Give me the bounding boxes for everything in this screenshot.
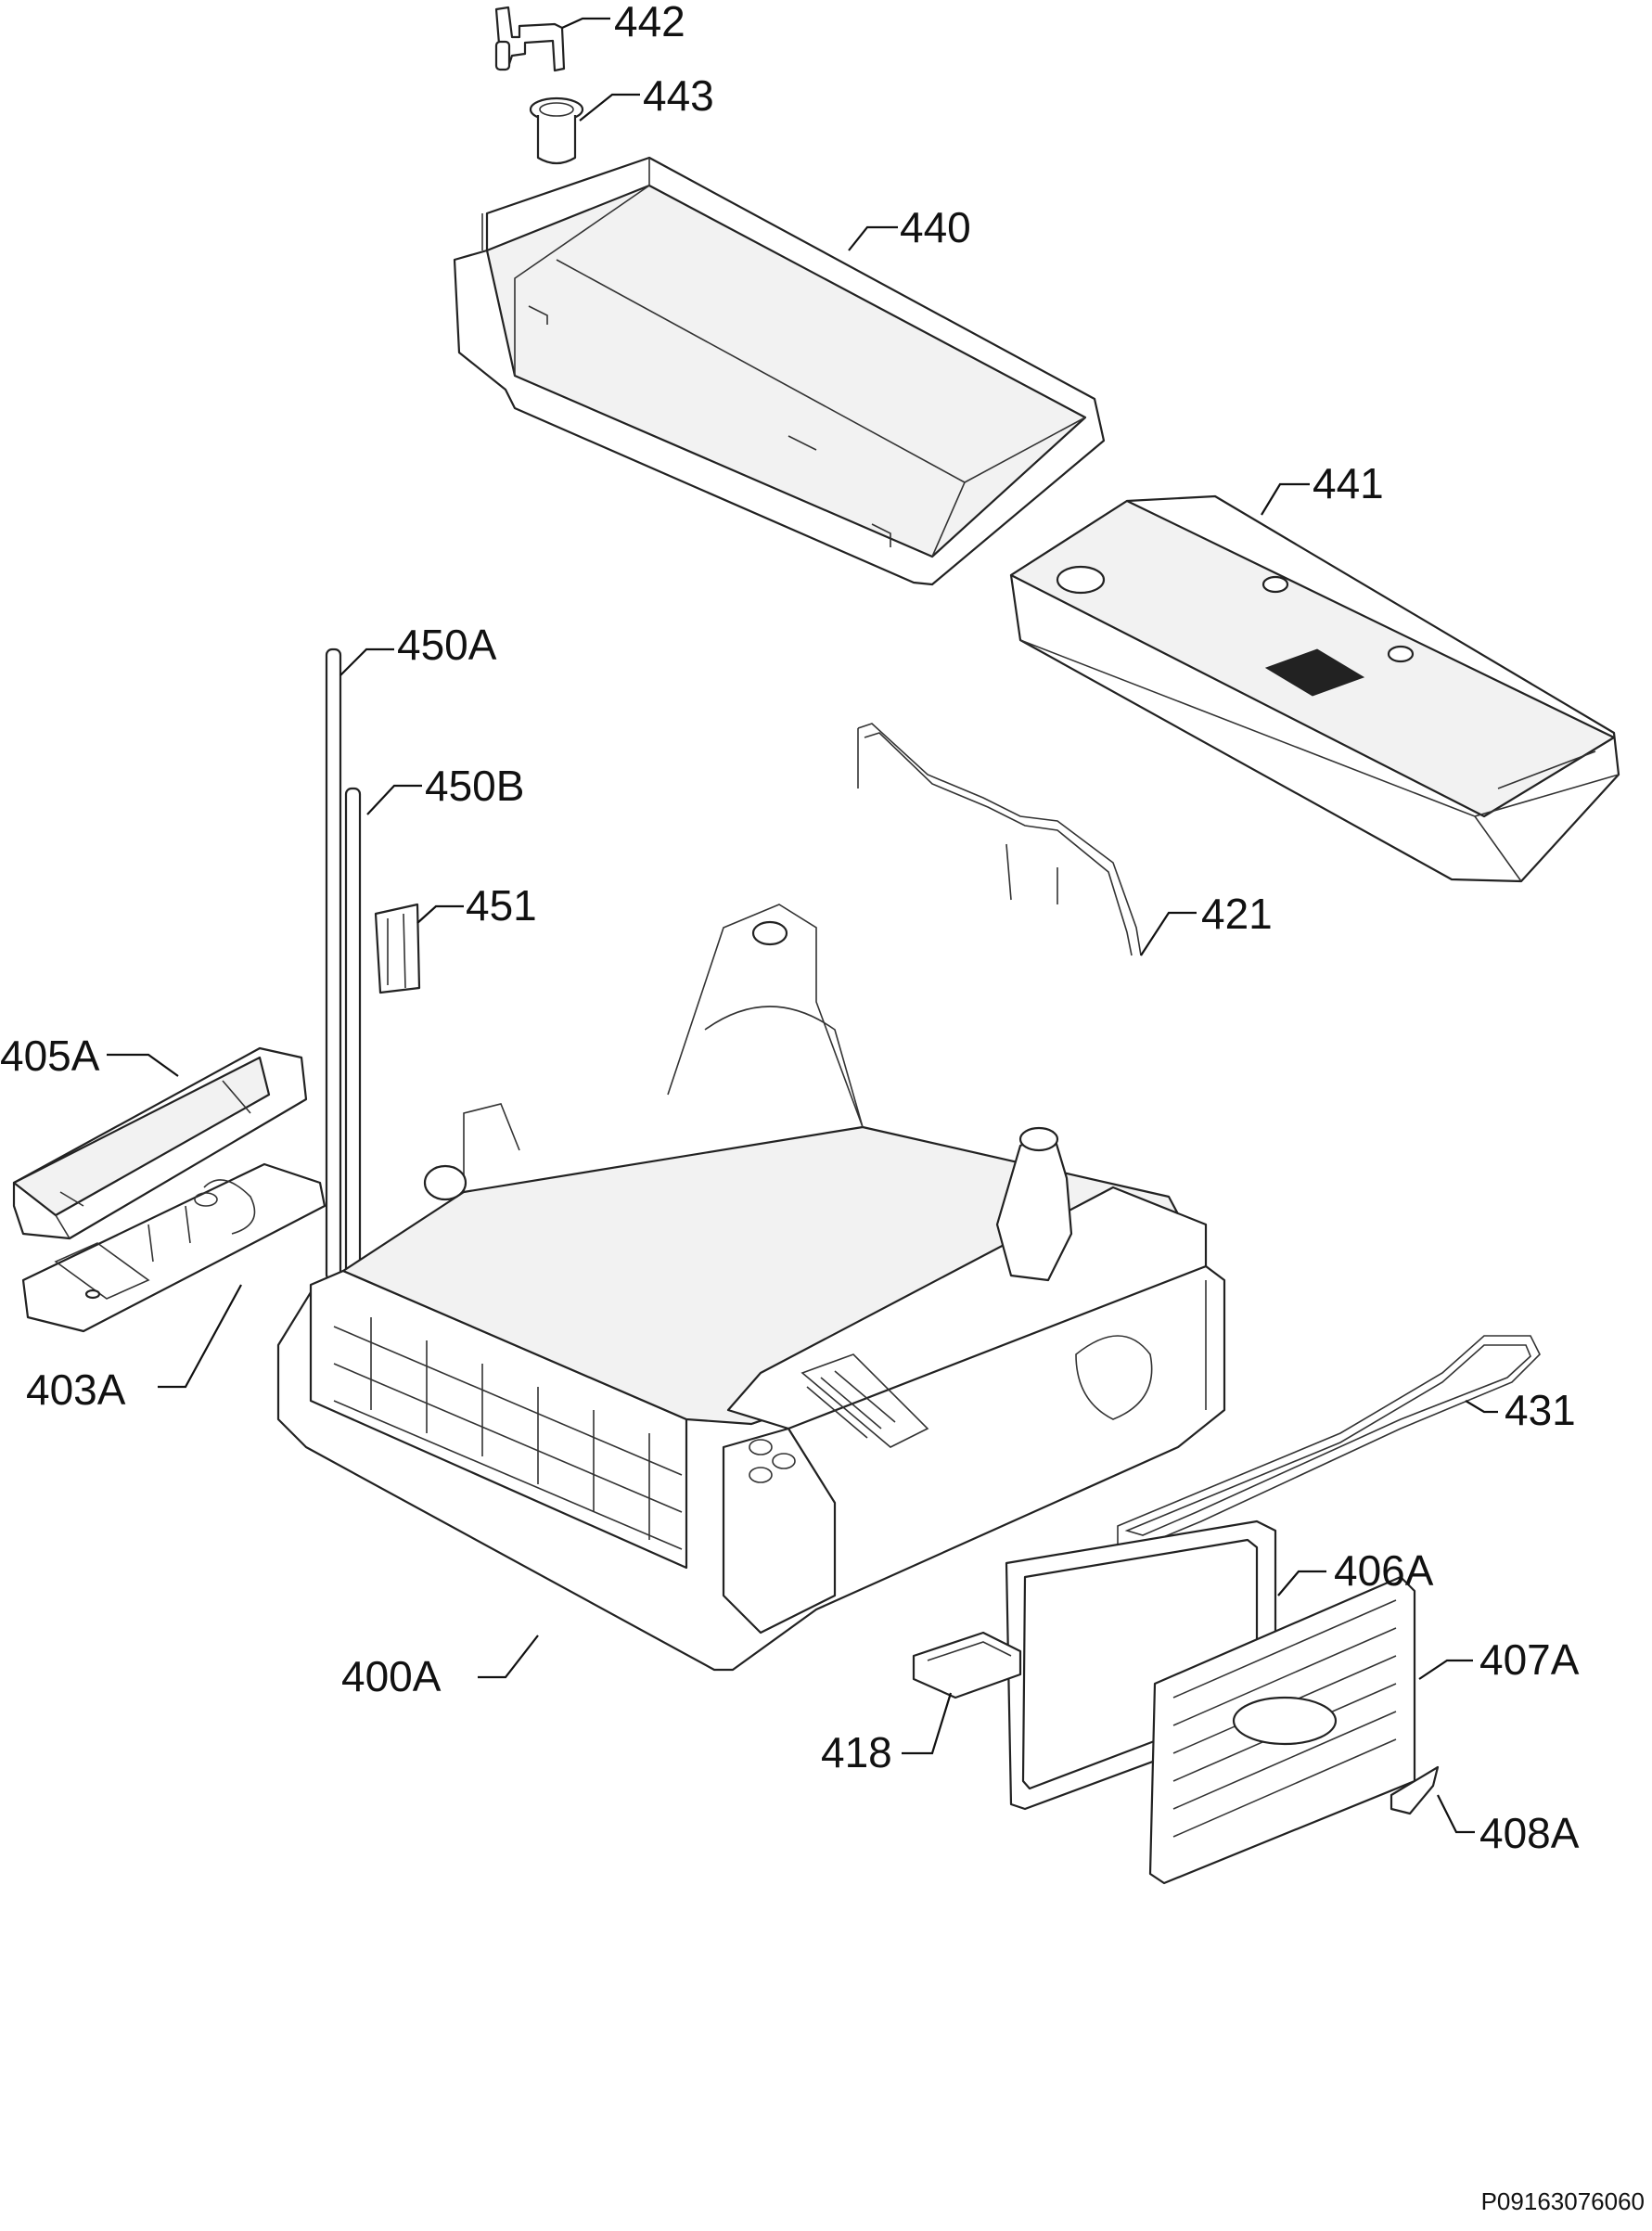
part-443-bushing (529, 96, 584, 165)
part-421-bracket (857, 723, 1142, 956)
label-451: 451 (466, 881, 537, 930)
part-400A-chassis (276, 904, 1226, 1672)
part-450B-rod (344, 787, 362, 1282)
label-450B: 450B (425, 762, 525, 810)
leader-lines (107, 17, 1498, 1834)
part-418-tray (912, 1631, 1022, 1699)
part-405A-cover (12, 1046, 308, 1240)
part-408A-clip (1389, 1765, 1440, 1815)
label-440: 440 (900, 203, 971, 251)
label-405A: 405A (0, 1032, 100, 1080)
label-442: 442 (614, 0, 685, 45)
label-406A: 406A (1334, 1546, 1434, 1595)
label-431: 431 (1505, 1386, 1576, 1434)
label-443: 443 (643, 71, 714, 120)
label-441: 441 (1313, 459, 1384, 507)
label-418: 418 (821, 1728, 892, 1776)
part-440-housing (453, 156, 1106, 586)
part-450A-rod (325, 648, 342, 1282)
label-408A: 408A (1479, 1809, 1580, 1857)
part-441-container (1009, 494, 1620, 883)
drawing-code: P09163076060 (1480, 2187, 1645, 2215)
label-403A: 403A (26, 1366, 126, 1414)
part-403A-base (21, 1162, 327, 1333)
label-421: 421 (1201, 890, 1273, 938)
part-442-clip (494, 6, 566, 72)
label-450A: 450A (397, 621, 497, 669)
part-451-clip (374, 903, 421, 994)
label-400A: 400A (341, 1652, 442, 1700)
label-407A: 407A (1479, 1635, 1580, 1684)
